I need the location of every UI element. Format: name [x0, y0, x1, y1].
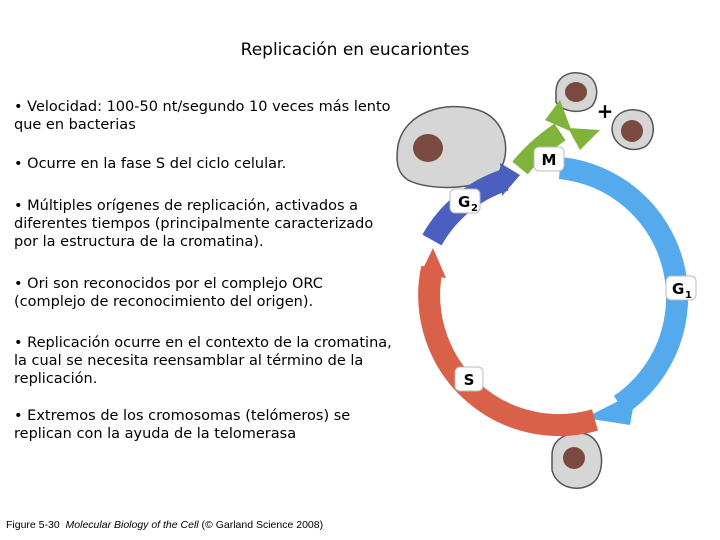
label-s: S [454, 366, 484, 392]
cell-top-daughter [555, 72, 598, 113]
cell-right-daughter [611, 109, 654, 151]
caption-book-title: Molecular Biology of the Cell [65, 519, 199, 531]
phase-arc-g1 [558, 157, 689, 415]
caption-figure-number: Figure 5-30 [6, 519, 60, 531]
cell-large [396, 105, 507, 189]
m-arrowhead-right [568, 128, 600, 150]
bullet-item-telomeres: • Extremos de los cromosomas (telómeros)… [14, 408, 351, 442]
svg-text:2: 2 [471, 203, 478, 214]
plus-sign: + [597, 99, 614, 123]
svg-text:G: G [458, 193, 470, 211]
s-arrowhead [420, 248, 446, 278]
cell-bottom [551, 432, 603, 489]
bullet-item-orc: • Ori son reconocidos por el complejo OR… [14, 276, 323, 310]
phase-arc-m [512, 123, 566, 175]
g1-arrowhead [585, 392, 636, 425]
svg-text:S: S [464, 371, 475, 389]
svg-text:G: G [672, 280, 684, 298]
bullet-item-velocity: • Velocidad: 100-50 nt/segundo 10 veces … [14, 99, 391, 133]
figure-caption: Figure 5-30 Molecular Biology of the Cel… [6, 519, 323, 531]
g2-arrowhead [500, 163, 520, 196]
svg-text:1: 1 [685, 290, 692, 301]
caption-copyright: (© Garland Science 2008) [201, 519, 324, 531]
page-title: Replicación en eucariontes [240, 40, 470, 60]
bullet-item-s-phase: • Ocurre en la fase S del ciclo celular. [14, 156, 287, 172]
bullet-item-chromatin: • Replicación ocurre en el contexto de l… [14, 335, 392, 387]
label-m: M [533, 146, 565, 172]
bullet-item-origins: • Múltiples orígenes de replicación, act… [14, 198, 374, 250]
svg-text:M: M [542, 151, 557, 169]
label-g1: G 1 [665, 275, 697, 301]
m-arrowhead-up [545, 100, 572, 132]
phase-arc-s [418, 265, 599, 437]
label-g2: G 2 [449, 188, 481, 214]
